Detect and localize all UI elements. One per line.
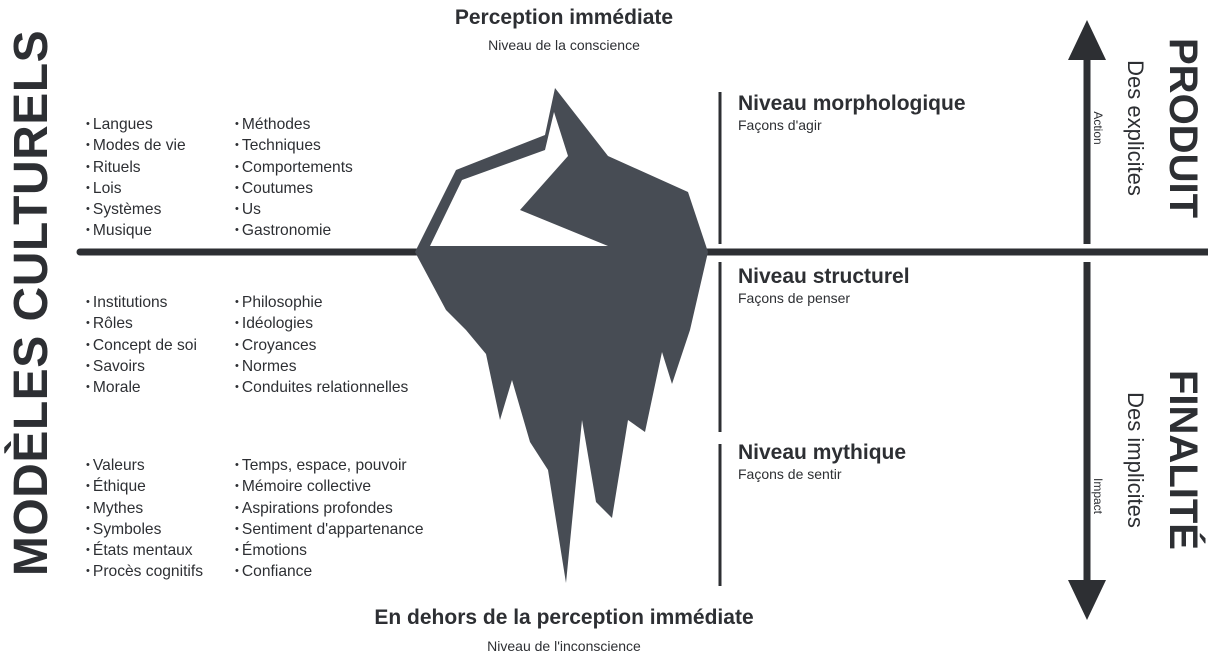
level-title: Niveau mythique xyxy=(738,441,907,464)
list-group-1-col-1: Langues Modes de vie Rituels Lois Systèm… xyxy=(86,115,186,243)
list-item: Modes de vie xyxy=(86,136,186,157)
level-morphological: Niveau morphologique Façons d'agir xyxy=(738,92,966,133)
list-group-2-col-1: Institutions Rôles Concept de soi Savoir… xyxy=(86,293,197,399)
list-item: Conduites relationnelles xyxy=(235,378,408,399)
list-group-2-col-2: Philosophie Idéologies Croyances Normes … xyxy=(235,293,408,399)
list-item: Confiance xyxy=(235,562,424,583)
list-item: Normes xyxy=(235,357,408,378)
finality-label: FINALITÉ xyxy=(1161,370,1205,550)
iceberg-submerged xyxy=(415,252,708,583)
list-item: Techniques xyxy=(235,136,353,157)
level-subtitle: Façons de penser xyxy=(738,290,851,306)
impact-label: Impact xyxy=(1091,477,1105,514)
list-item: Langues xyxy=(86,115,186,136)
perception-subtitle: Niveau de la conscience xyxy=(488,37,640,53)
perception-title: Perception immédiate xyxy=(454,6,674,29)
list-item: Valeurs xyxy=(86,456,203,477)
list-item: Concept de soi xyxy=(86,336,197,357)
list-item: Systèmes xyxy=(86,200,186,221)
level-structural: Niveau structurel Façons de penser xyxy=(738,265,910,306)
list-item: Éthique xyxy=(86,477,203,498)
list-item: Sentiment d'appartenance xyxy=(235,520,424,541)
list-item: Symboles xyxy=(86,520,203,541)
level-subtitle: Façons d'agir xyxy=(738,117,822,133)
list-item: Coutumes xyxy=(235,179,353,200)
outside-perception-subtitle: Niveau de l'inconscience xyxy=(487,638,641,654)
arrow-down-icon xyxy=(1068,580,1106,620)
iceberg-tip-highlight xyxy=(430,112,608,246)
list-item: Procès cognitifs xyxy=(86,562,203,583)
list-item: Musique xyxy=(86,221,186,242)
list-item: États mentaux xyxy=(86,541,203,562)
list-item: Aspirations profondes xyxy=(235,499,424,520)
list-item: Mythes xyxy=(86,499,203,520)
list-item: Lois xyxy=(86,179,186,200)
list-item: Gastronomie xyxy=(235,221,353,242)
list-group-3-col-1: Valeurs Éthique Mythes Symboles États me… xyxy=(86,456,203,584)
product-label: PRODUIT xyxy=(1161,38,1205,218)
list-item: Savoirs xyxy=(86,357,197,378)
list-item: Rôles xyxy=(86,314,197,335)
list-group-3-col-2: Temps, espace, pouvoir Mémoire collectiv… xyxy=(235,456,424,584)
list-item: Comportements xyxy=(235,158,353,179)
list-item: Émotions xyxy=(235,541,424,562)
level-subtitle: Façons de sentir xyxy=(738,466,842,482)
list-item: Morale xyxy=(86,378,197,399)
list-item: Idéologies xyxy=(235,314,408,335)
explicit-label: Des explicites xyxy=(1123,60,1148,196)
level-title: Niveau morphologique xyxy=(738,92,966,115)
action-label: Action xyxy=(1091,111,1105,145)
implicit-label: Des implicites xyxy=(1123,392,1148,528)
list-item: Croyances xyxy=(235,336,408,357)
list-item: Institutions xyxy=(86,293,197,314)
list-item: Us xyxy=(235,200,353,221)
list-item: Temps, espace, pouvoir xyxy=(235,456,424,477)
list-item: Philosophie xyxy=(235,293,408,314)
level-mythical: Niveau mythique Façons de sentir xyxy=(738,441,906,482)
arrow-up-icon xyxy=(1068,20,1106,60)
list-group-1-col-2: Méthodes Techniques Comportements Coutum… xyxy=(235,115,353,243)
list-item: Rituels xyxy=(86,158,186,179)
level-title: Niveau structurel xyxy=(738,265,910,288)
list-item: Méthodes xyxy=(235,115,353,136)
outside-perception-title: En dehors de la perception immédiate xyxy=(374,606,754,629)
list-item: Mémoire collective xyxy=(235,477,424,498)
